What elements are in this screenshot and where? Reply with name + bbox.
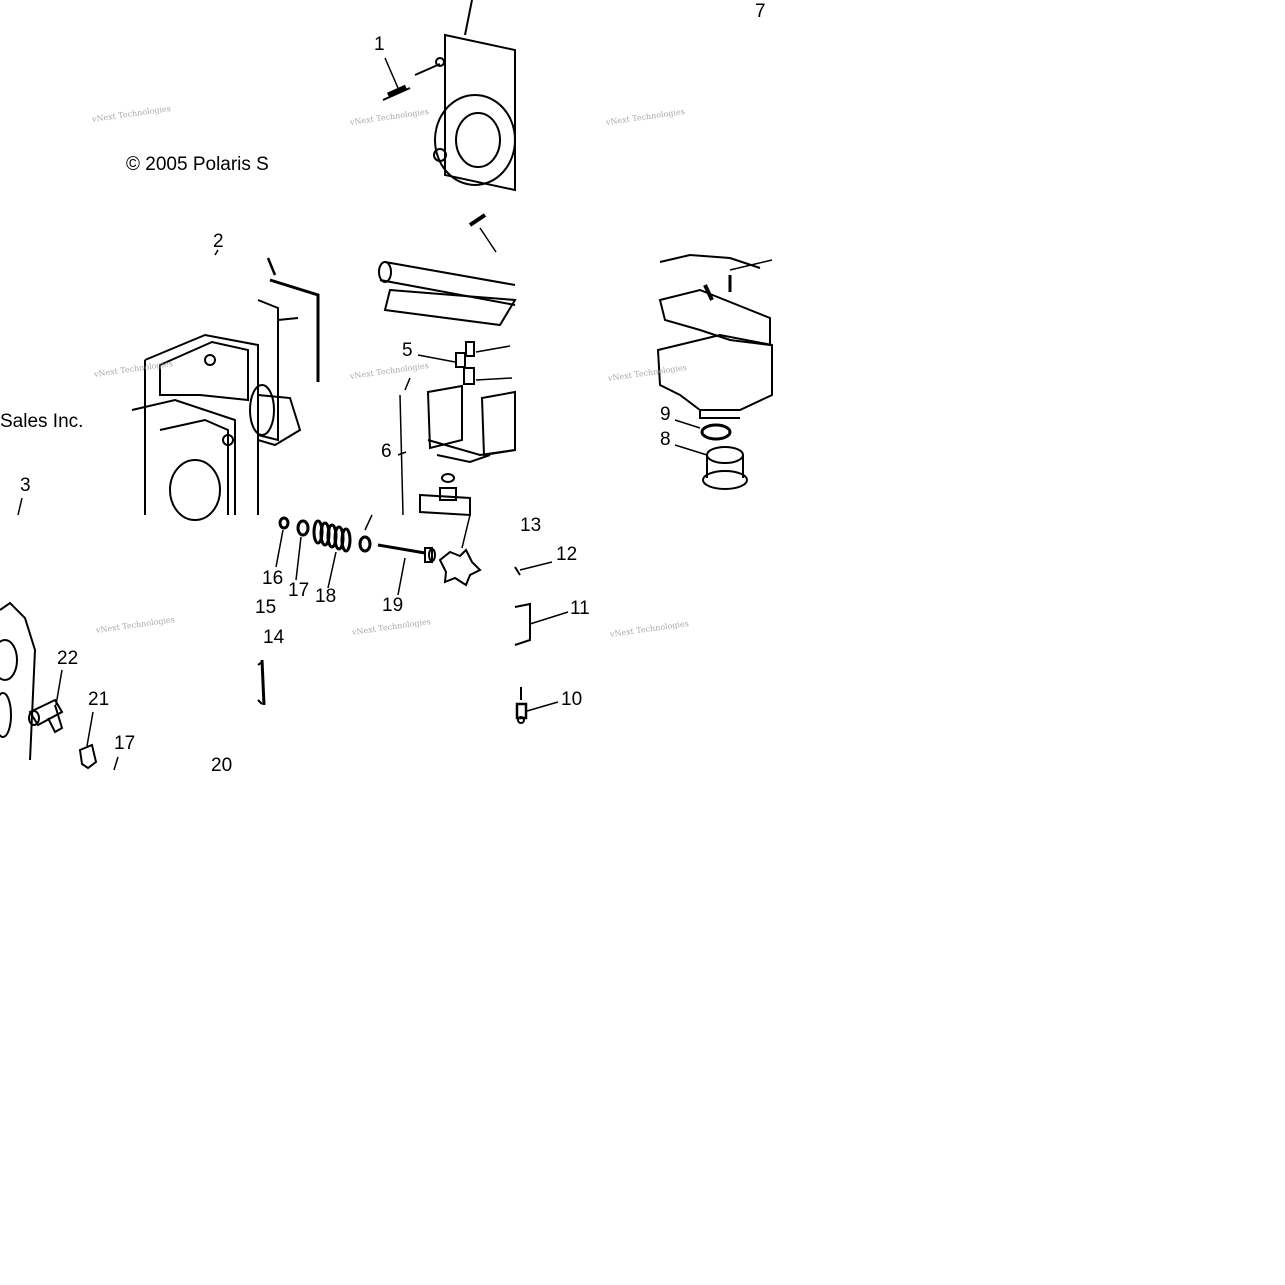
- carburetor-body-part: [131, 249, 259, 521]
- callout-10: 10: [561, 689, 583, 710]
- float-bowl-part-11: [514, 602, 569, 646]
- oring-part-mid: [358, 514, 373, 553]
- callout-5: 5: [402, 340, 413, 361]
- leader-part-17b: [113, 756, 119, 771]
- pilot-screw-part-19: [377, 543, 436, 596]
- callout-16: 16: [262, 568, 284, 589]
- callout-19: 19: [382, 595, 404, 616]
- mounting-plate-part: [249, 257, 320, 447]
- screw-part-1: [382, 57, 411, 101]
- callout-7: 7: [755, 1, 766, 22]
- callout-14: 14: [263, 627, 285, 648]
- star-knob-part: [438, 514, 482, 587]
- callout-1: 1: [374, 34, 385, 55]
- intake-flange-part: [414, 0, 516, 192]
- callout-20: 20: [211, 755, 233, 776]
- callout-17b: 17: [114, 733, 136, 754]
- copyright-line-2: Sales Inc.: [0, 411, 84, 432]
- body-lower-part: [0, 497, 37, 761]
- float-assembly-part-6: [397, 377, 516, 516]
- callout-15: 15: [255, 597, 277, 618]
- callout-18: 18: [315, 586, 337, 607]
- needle-seat-part: [419, 473, 471, 517]
- washer-part-17: [295, 519, 310, 581]
- callout-6: 6: [381, 441, 392, 462]
- callout-13: 13: [520, 515, 542, 536]
- bracket-part-14: [257, 659, 266, 706]
- callout-9: 9: [660, 404, 671, 425]
- spring-part-18: [312, 519, 352, 589]
- callout-8: 8: [660, 429, 671, 450]
- callout-12: 12: [556, 544, 578, 565]
- float-bowl-cover-part: [656, 253, 773, 419]
- nozzle-part-12: [514, 561, 553, 576]
- screw-part-10: [515, 687, 559, 724]
- callout-22: 22: [57, 648, 79, 669]
- jet-part-5: [417, 341, 513, 385]
- copyright-line-1: © 2005 Polaris S: [126, 154, 269, 175]
- cap-part-21: [78, 711, 98, 770]
- fitting-part-8: [674, 444, 748, 490]
- throttle-shaft-part: [378, 213, 517, 327]
- callout-11: 11: [570, 598, 590, 619]
- oring-part-9: [674, 419, 732, 441]
- washer-part-16: [275, 516, 290, 568]
- callout-17: 17: [288, 580, 310, 601]
- callout-21: 21: [88, 689, 110, 710]
- callout-3: 3: [20, 475, 31, 496]
- elbow-fitting-part-22: [28, 669, 64, 734]
- callout-2: 2: [213, 231, 224, 252]
